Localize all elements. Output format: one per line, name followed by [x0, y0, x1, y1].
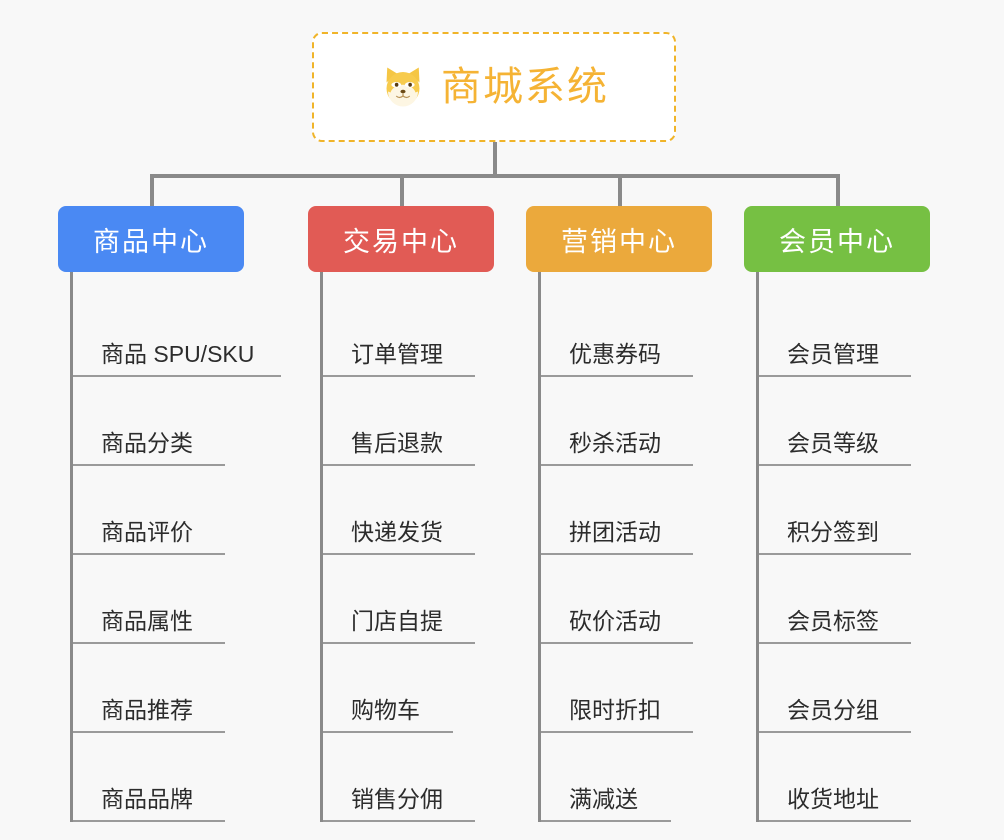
leaf-label: 满减送: [569, 785, 638, 812]
leaf-underline: [73, 642, 225, 644]
leaf-item[interactable]: 快递发货: [323, 466, 494, 555]
leaf-item[interactable]: 销售分佣: [323, 733, 494, 822]
branch-header-3[interactable]: 会员中心: [744, 206, 930, 272]
leaf-underline: [541, 553, 693, 555]
leaf-label: 商品品牌: [101, 785, 193, 812]
leaf-label: 销售分佣: [351, 785, 443, 812]
leaf-underline: [541, 731, 693, 733]
leaf-label: 会员标签: [787, 607, 879, 634]
leaf-label: 商品分类: [101, 429, 193, 456]
leaf-item[interactable]: 商品推荐: [73, 644, 244, 733]
connector-drop-2: [400, 174, 404, 208]
branch-header-2[interactable]: 营销中心: [526, 206, 712, 272]
leaf-underline: [759, 553, 911, 555]
leaf-underline: [759, 820, 911, 822]
root-node-mall-system[interactable]: 商城系统: [312, 32, 676, 142]
leaf-underline: [541, 375, 693, 377]
leaf-item[interactable]: 商品品牌: [73, 733, 244, 822]
leaf-underline: [323, 731, 453, 733]
leaf-underline: [323, 553, 475, 555]
root-node-title: 商城系统: [441, 65, 609, 109]
leaf-underline: [73, 375, 281, 377]
leaf-label: 会员管理: [787, 340, 879, 367]
connector-horizontal-bus: [150, 174, 840, 178]
leaf-item[interactable]: 秒杀活动: [541, 377, 712, 466]
leaf-label: 会员分组: [787, 696, 879, 723]
leaf-item[interactable]: 收货地址: [759, 733, 930, 822]
leaf-label: 限时折扣: [569, 696, 661, 723]
connector-drop-3: [618, 174, 622, 208]
leaf-underline: [541, 820, 671, 822]
leaf-label: 积分签到: [787, 518, 879, 545]
connector-drop-1: [150, 174, 154, 208]
leaf-item[interactable]: 会员标签: [759, 555, 930, 644]
leaf-underline: [73, 464, 225, 466]
leaf-item[interactable]: 砍价活动: [541, 555, 712, 644]
leaf-underline: [73, 553, 225, 555]
leaf-item[interactable]: 订单管理: [323, 288, 494, 377]
leaf-label: 优惠券码: [569, 340, 661, 367]
leaf-underline: [323, 642, 475, 644]
leaf-underline: [759, 642, 911, 644]
leaf-label: 商品 SPU/SKU: [101, 340, 255, 367]
branch-column-2: 营销中心 优惠券码 秒杀活动 拼团活动 砍价活动 限时折扣: [526, 206, 712, 822]
leaf-underline: [323, 820, 475, 822]
branch-spine-1: 订单管理 售后退款 快递发货 门店自提 购物车 销售分佣: [320, 272, 494, 822]
leaf-label: 售后退款: [351, 429, 443, 456]
leaf-label: 收货地址: [787, 785, 879, 812]
leaf-label: 快递发货: [351, 518, 443, 545]
leaf-label: 门店自提: [351, 607, 443, 634]
leaf-label: 秒杀活动: [569, 429, 661, 456]
leaf-underline: [323, 375, 475, 377]
leaf-item[interactable]: 门店自提: [323, 555, 494, 644]
leaf-label: 砍价活动: [569, 607, 661, 634]
leaf-item[interactable]: 购物车: [323, 644, 494, 733]
leaf-underline: [541, 642, 693, 644]
leaf-item[interactable]: 商品评价: [73, 466, 244, 555]
branch-header-label-3: 会员中心: [779, 226, 895, 257]
leaf-underline: [759, 464, 911, 466]
leaf-item[interactable]: 商品 SPU/SKU: [73, 288, 281, 377]
leaf-label: 购物车: [351, 696, 420, 723]
connector-root-stem: [493, 142, 497, 176]
leaf-item[interactable]: 优惠券码: [541, 288, 712, 377]
leaf-label: 商品属性: [101, 607, 193, 634]
branch-spine-3: 会员管理 会员等级 积分签到 会员标签 会员分组 收货地址: [756, 272, 930, 822]
leaf-item[interactable]: 拼团活动: [541, 466, 712, 555]
leaf-underline: [759, 375, 911, 377]
leaf-underline: [73, 731, 225, 733]
leaf-item[interactable]: 售后退款: [323, 377, 494, 466]
leaf-item[interactable]: 商品属性: [73, 555, 244, 644]
leaf-underline: [323, 464, 475, 466]
leaf-item[interactable]: 限时折扣: [541, 644, 712, 733]
branch-column-3: 会员中心 会员管理 会员等级 积分签到 会员标签 会员分组: [744, 206, 930, 822]
branch-header-1[interactable]: 交易中心: [308, 206, 494, 272]
branch-header-label-1: 交易中心: [343, 226, 459, 257]
branch-header-label-2: 营销中心: [561, 226, 677, 257]
leaf-label: 商品推荐: [101, 696, 193, 723]
leaf-item[interactable]: 会员等级: [759, 377, 930, 466]
leaf-label: 拼团活动: [569, 518, 661, 545]
leaf-item[interactable]: 会员分组: [759, 644, 930, 733]
shiba-dog-face-icon: [386, 67, 420, 107]
leaf-underline: [541, 464, 693, 466]
branch-column-1: 交易中心 订单管理 售后退款 快递发货 门店自提 购物车: [308, 206, 494, 822]
leaf-item[interactable]: 满减送: [541, 733, 712, 822]
branch-spine-2: 优惠券码 秒杀活动 拼团活动 砍价活动 限时折扣 满减送: [538, 272, 712, 822]
leaf-item[interactable]: 积分签到: [759, 466, 930, 555]
leaf-label: 订单管理: [351, 340, 443, 367]
leaf-underline: [759, 731, 911, 733]
branch-header-0[interactable]: 商品中心: [58, 206, 244, 272]
branch-header-label-0: 商品中心: [93, 226, 209, 257]
leaf-item[interactable]: 商品分类: [73, 377, 244, 466]
leaf-label: 商品评价: [101, 518, 193, 545]
branch-spine-0: 商品 SPU/SKU 商品分类 商品评价 商品属性 商品推荐 商品品牌: [70, 272, 281, 822]
leaf-item[interactable]: 会员管理: [759, 288, 930, 377]
leaf-label: 会员等级: [787, 429, 879, 456]
leaf-underline: [73, 820, 225, 822]
branch-column-0: 商品中心 商品 SPU/SKU 商品分类 商品评价 商品属性 商品推荐: [58, 206, 281, 822]
connector-drop-4: [836, 174, 840, 208]
